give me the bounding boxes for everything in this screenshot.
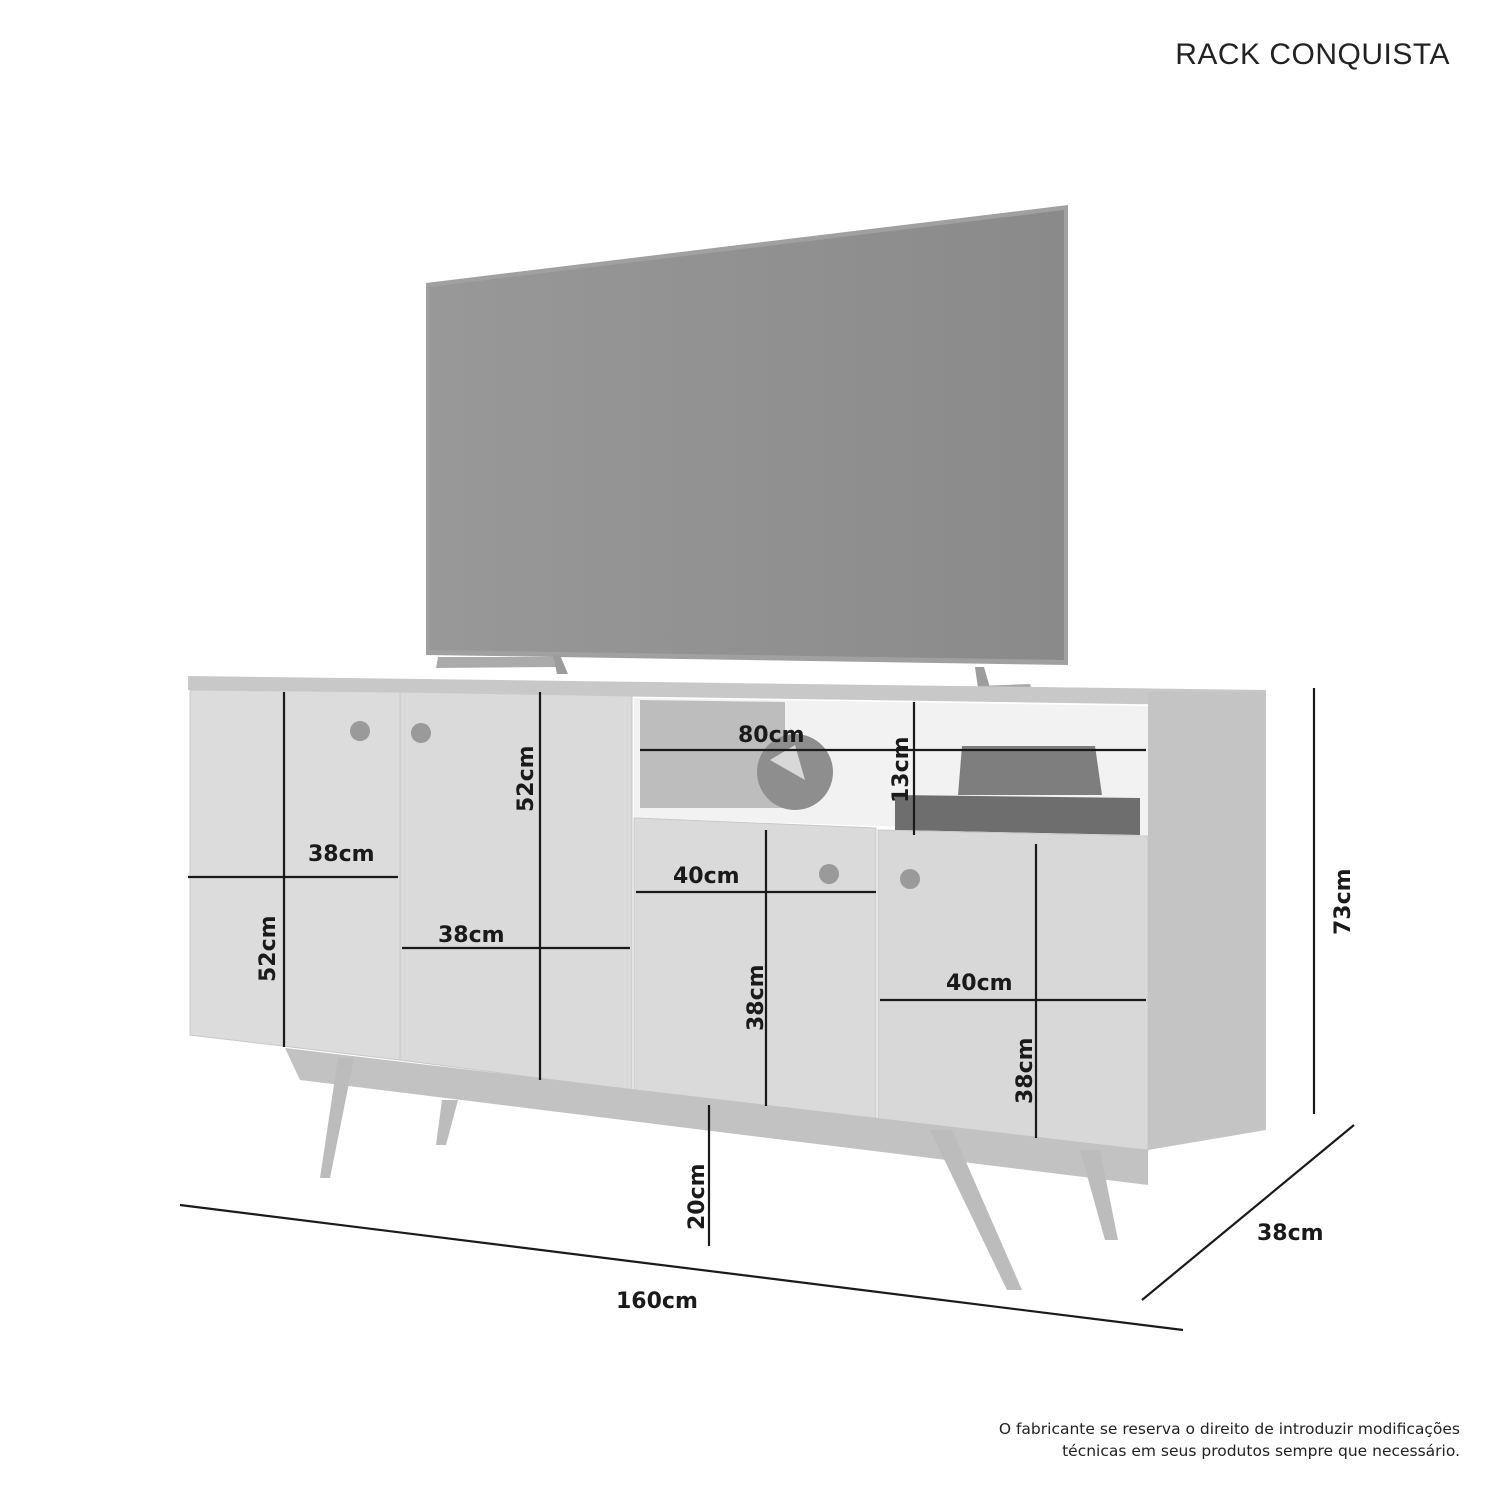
dim-lower-right-door-width: 40cm	[946, 971, 1013, 996]
dim-second-door-width: 38cm	[438, 923, 505, 948]
rack-cabinet	[188, 676, 1266, 1151]
dim-leg-height: 20cm	[685, 1163, 710, 1230]
dim-second-door-height: 52cm	[514, 745, 539, 812]
dim-total-height: 73cm	[1331, 868, 1356, 935]
disclaimer-line-1: O fabricante se reserva o direito de int…	[998, 1420, 1460, 1438]
dim-niche-height: 13cm	[889, 736, 914, 803]
dim-lower-left-door-width: 40cm	[673, 864, 740, 889]
dim-lower-right-door-height: 38cm	[1013, 1037, 1038, 1104]
tv	[426, 205, 1068, 692]
rack-base-legs	[285, 1048, 1148, 1290]
dim-left-door-height: 52cm	[256, 915, 281, 982]
disclaimer-line-2: técnicas em seus produtos sempre que nec…	[1062, 1442, 1460, 1460]
dim-left-door-width: 38cm	[308, 842, 375, 867]
dim-lower-left-door-height: 38cm	[744, 964, 769, 1031]
dim-total-width: 160cm	[616, 1289, 698, 1314]
dim-total-depth: 38cm	[1257, 1221, 1324, 1246]
manufacturer-disclaimer: O fabricante se reserva o direito de int…	[999, 1418, 1460, 1462]
dimension-lines	[179, 688, 1355, 1332]
dim-niche-width: 80cm	[738, 723, 805, 748]
product-title: RACK CONQUISTA	[1175, 38, 1450, 71]
